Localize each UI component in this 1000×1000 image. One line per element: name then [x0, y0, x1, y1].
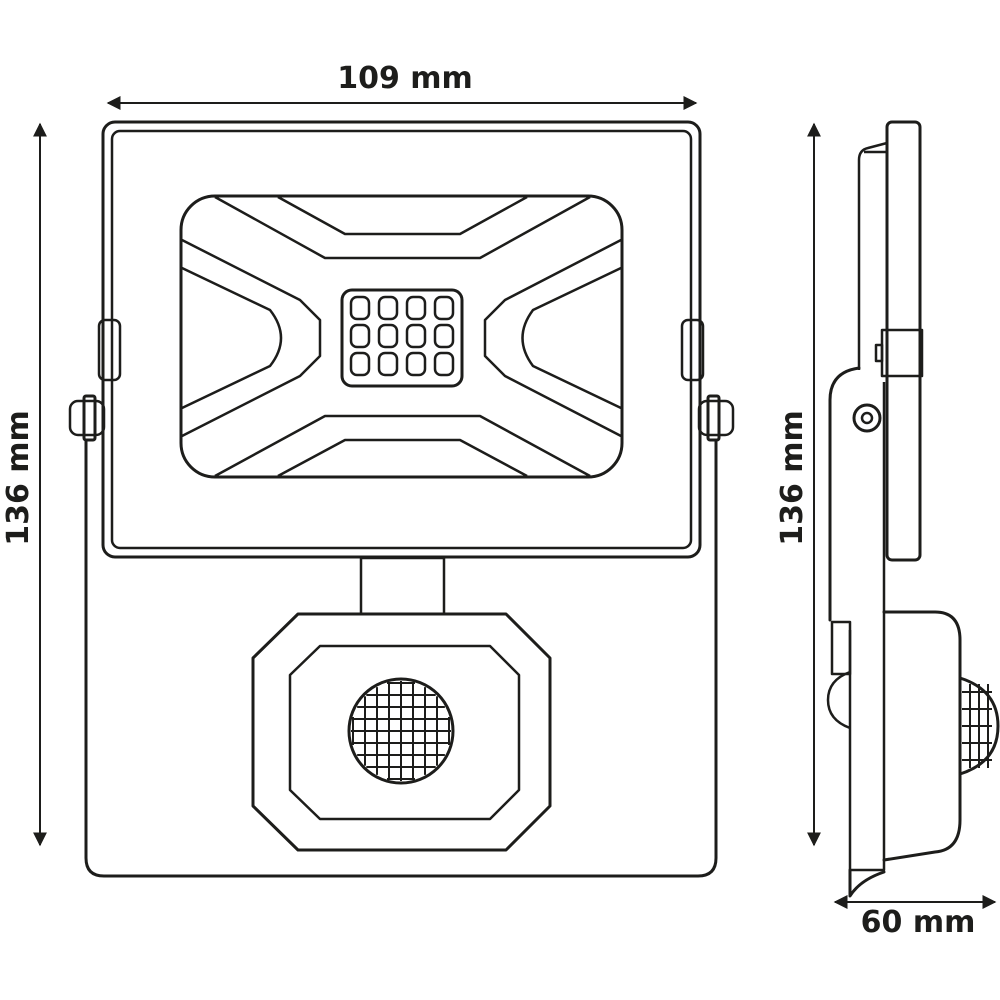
side-clip-tab [874, 343, 884, 363]
front-height-label: 136 mm [1, 410, 36, 546]
led-module [340, 288, 464, 388]
side-height-label: 136 mm [775, 410, 810, 546]
lens-bottom-curve [214, 414, 591, 478]
led-chip [377, 295, 399, 321]
lens-top-inner [277, 195, 528, 236]
side-bottom-lip [848, 868, 886, 898]
led-chip [349, 351, 371, 377]
lens-right-inner [521, 266, 622, 410]
lens-top-curve [214, 195, 591, 260]
depth-dimension: 60 mm [833, 895, 997, 940]
housing-outer [101, 120, 702, 559]
led-chip [405, 323, 427, 349]
led-chip [433, 351, 455, 377]
width-dimension: 109 mm [106, 61, 698, 110]
left-bracket-knob [68, 399, 106, 437]
side-bracket-arm [828, 366, 861, 622]
side-view [826, 120, 1000, 898]
right-bracket-knob [697, 399, 735, 437]
lens-panel [179, 194, 624, 479]
led-chip [349, 295, 371, 321]
width-label: 109 mm [337, 61, 473, 96]
led-chip [433, 295, 455, 321]
lens-right-outer [483, 238, 622, 438]
front-height-dimension: 136 mm [1, 122, 47, 847]
sensor-housing-outer [251, 612, 552, 852]
lens-left-outer [181, 238, 322, 438]
side-pir-grid [962, 684, 992, 768]
side-sensor-housing [882, 610, 962, 862]
led-grid [349, 295, 455, 377]
side-pivot-inner [860, 411, 874, 425]
housing-inner [110, 129, 693, 550]
side-back-knob [826, 670, 851, 730]
left-bracket-washer [82, 394, 97, 442]
led-chip [433, 323, 455, 349]
mounting-bracket [84, 438, 718, 878]
side-lamp-front [885, 120, 922, 562]
led-chip [349, 323, 371, 349]
right-bracket-washer [706, 394, 721, 442]
sensor-neck [359, 556, 446, 616]
led-chip [405, 295, 427, 321]
left-clip [97, 318, 122, 382]
led-chip [377, 323, 399, 349]
lens-left-inner [181, 266, 283, 410]
side-height-dimension: 136 mm [775, 122, 821, 847]
led-chip [377, 351, 399, 377]
sensor-housing-inner [288, 644, 521, 821]
led-chip [405, 351, 427, 377]
side-bracket-plate [848, 382, 886, 872]
side-pivot-outer [852, 403, 882, 433]
right-clip [680, 318, 705, 382]
lens-bottom-inner [277, 438, 528, 478]
side-lamp-back [857, 141, 888, 370]
depth-label: 60 mm [861, 905, 976, 940]
pir-lens-grid [351, 681, 451, 781]
side-back-mount [830, 620, 852, 676]
front-view [68, 120, 735, 878]
pir-lens [347, 677, 455, 785]
